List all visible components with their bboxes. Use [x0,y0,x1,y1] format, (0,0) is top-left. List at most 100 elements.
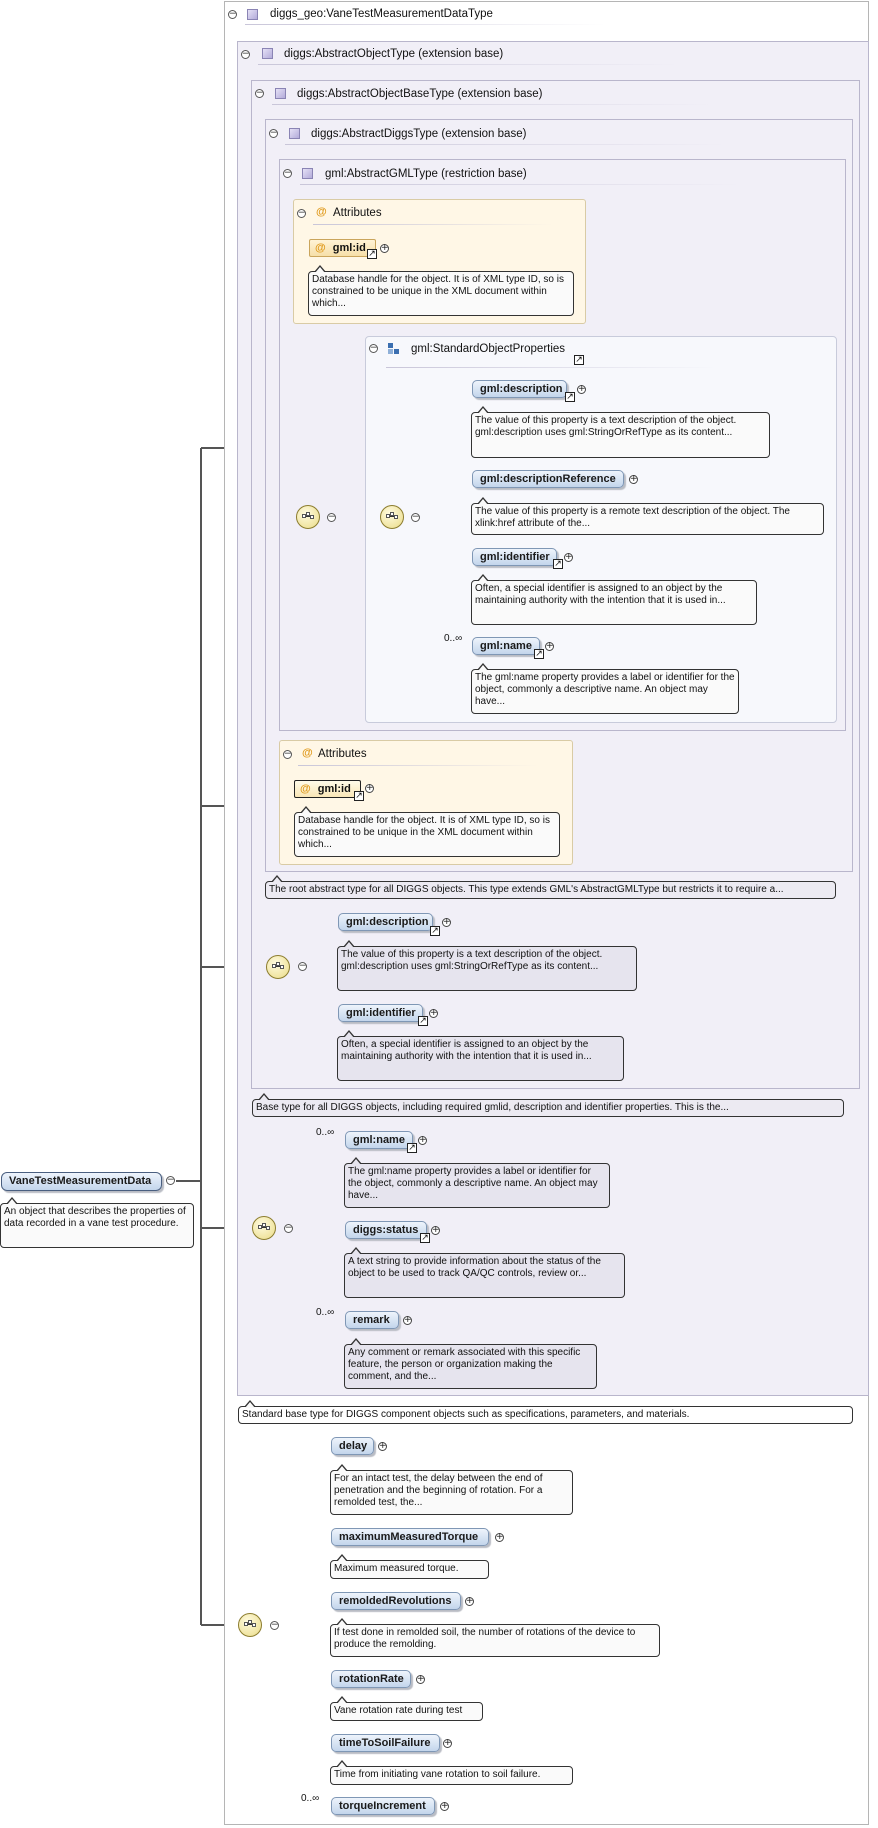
remolded-revolutions-doc: If test done in remolded soil, the numbe… [330,1618,660,1657]
collapse-icon[interactable]: − [269,128,278,138]
expand-icon[interactable]: + [403,1315,412,1325]
diggs-status-doc: A text string to provide information abo… [344,1247,625,1298]
reference-arrow-icon[interactable]: ↗ [430,926,440,936]
expand-icon[interactable]: + [378,1441,387,1451]
collapse-icon[interactable]: − [255,88,264,98]
diggs-type-doc: The root abstract type for all DIGGS obj… [265,875,836,899]
reference-arrow-icon[interactable]: ↗ [534,649,544,659]
vane-type-title: diggs_geo:VaneTestMeasurementDataType [270,8,493,20]
rotation-rate-doc: Vane rotation rate during test [330,1696,483,1721]
standard-object-properties-title: gml:StandardObjectProperties [411,343,566,355]
delay-element[interactable]: delay [331,1437,374,1455]
collapse-icon[interactable]: − [241,49,250,59]
title-underline [298,765,538,766]
sequence-icon[interactable] [266,955,290,979]
collapse-icon[interactable]: − [327,512,336,522]
gml-name-doc: The gml:name property provides a label o… [344,1157,610,1208]
attributes-label: Attributes [333,207,382,219]
gml-identifier-element[interactable]: gml:identifier [338,1004,423,1022]
gml-id-doc: Database handle for the object. It is of… [308,265,574,316]
object-type-title: diggs:AbstractObjectType (extension base… [284,48,504,60]
gml-identifier-doc: Often, a special identifier is assigned … [337,1030,624,1081]
expand-icon[interactable]: + [416,1674,425,1684]
expand-icon[interactable]: + [564,552,573,562]
title-underline [313,224,553,225]
maximum-measured-torque-element[interactable]: maximumMeasuredTorque [331,1528,489,1546]
title-underline [258,64,678,65]
vane-test-measurement-data-element[interactable]: VaneTestMeasurementData [1,1172,162,1191]
title-underline [272,104,712,105]
reference-arrow-icon[interactable]: ↗ [565,392,575,402]
cardinality-label: 0..∞ [444,633,463,644]
reference-arrow-icon[interactable]: ↗ [407,1143,417,1153]
expand-icon[interactable]: + [442,917,451,927]
attributes-label: Attributes [318,748,367,760]
gml-id-attribute[interactable]: @ gml:id [309,239,376,257]
attribute-icon: @ [300,783,311,795]
expand-icon[interactable]: + [431,1225,440,1235]
collapse-icon[interactable]: − [284,1223,293,1233]
expand-icon[interactable]: + [465,1596,474,1606]
gml-name-element[interactable]: gml:name [472,637,540,655]
collapse-icon[interactable]: − [228,9,237,19]
group-icon [388,343,401,356]
gml-description-element[interactable]: gml:description [338,913,433,931]
title-underline [300,184,740,185]
gml-identifier-element[interactable]: gml:identifier [472,548,557,566]
expand-icon[interactable]: + [429,1008,438,1018]
maximum-measured-torque-doc: Maximum measured torque. [330,1554,489,1579]
gml-description-reference-element[interactable]: gml:descriptionReference [472,470,624,488]
title-underline [285,144,725,145]
expand-icon[interactable]: + [577,384,586,394]
gml-description-element[interactable]: gml:description [472,380,567,398]
gml-id-attribute[interactable]: @ gml:id [294,780,361,798]
diggs-type-title: diggs:AbstractDiggsType (extension base) [311,128,527,140]
gml-id-label: gml:id [317,783,351,795]
collapse-icon[interactable]: − [369,343,378,353]
collapse-icon[interactable]: − [298,961,307,971]
diggs-status-element[interactable]: diggs:status [345,1221,427,1239]
type-icon [289,128,300,139]
expand-icon[interactable]: + [418,1135,427,1145]
remark-element[interactable]: remark [345,1311,399,1329]
expand-icon[interactable]: + [495,1532,504,1542]
reference-arrow-icon[interactable]: ↗ [354,791,364,801]
expand-icon[interactable]: + [545,641,554,651]
reference-arrow-icon[interactable]: ↗ [574,355,584,365]
gml-id-label: gml:id [332,242,366,254]
sequence-icon[interactable] [380,505,404,529]
sequence-icon[interactable] [238,1613,262,1637]
torque-increment-element[interactable]: torqueIncrement [331,1797,435,1815]
gml-type-title: gml:AbstractGMLType (restriction base) [325,168,527,180]
collapse-icon[interactable]: − [297,208,306,218]
collapse-icon[interactable]: − [411,512,420,522]
gml-id-doc: Database handle for the object. It is of… [294,806,560,857]
reference-arrow-icon[interactable]: ↗ [418,1016,428,1026]
remolded-revolutions-element[interactable]: remoldedRevolutions [331,1592,461,1610]
sequence-icon[interactable] [296,505,320,529]
reference-arrow-icon[interactable]: ↗ [553,559,563,569]
sequence-icon[interactable] [252,1216,276,1240]
collapse-icon[interactable]: − [166,1175,175,1185]
attribute-icon: @ [315,242,326,254]
time-to-soil-failure-element[interactable]: timeToSoilFailure [331,1734,440,1752]
expand-icon[interactable]: + [443,1738,452,1748]
cardinality-label: 0..∞ [316,1127,335,1138]
expand-icon[interactable]: + [629,474,638,484]
reference-arrow-icon[interactable]: ↗ [367,249,377,259]
object-base-doc: Base type for all DIGGS objects, includi… [252,1093,844,1117]
type-icon [247,9,258,20]
expand-icon[interactable]: + [365,783,374,793]
gml-description-reference-doc: The value of this property is a remote t… [471,497,824,535]
collapse-icon[interactable]: − [283,749,292,759]
rotation-rate-element[interactable]: rotationRate [331,1670,411,1688]
collapse-icon[interactable]: − [283,168,292,178]
expand-icon[interactable]: + [380,243,389,253]
gml-name-element[interactable]: gml:name [345,1131,413,1149]
remark-doc: Any comment or remark associated with th… [344,1338,597,1389]
reference-arrow-icon[interactable]: ↗ [420,1233,430,1243]
attribute-icon: @ [302,747,313,759]
delay-doc: For an intact test, the delay between th… [330,1464,573,1515]
expand-icon[interactable]: + [440,1801,449,1811]
collapse-icon[interactable]: − [270,1620,279,1630]
